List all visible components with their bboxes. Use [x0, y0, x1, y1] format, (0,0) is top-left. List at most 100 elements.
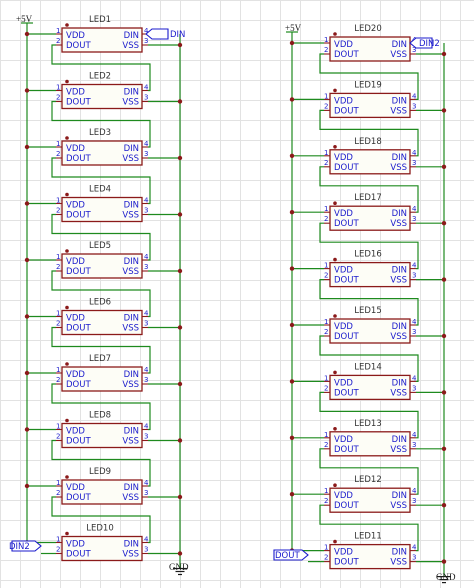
pin-number-1: 1	[324, 431, 328, 439]
junction-dot	[177, 155, 183, 161]
pin-number-2: 2	[324, 215, 328, 223]
pin-number-4: 4	[144, 536, 149, 544]
pin-label-vdd: VDD	[334, 378, 353, 388]
junction-dot	[24, 370, 30, 376]
led-marker-icon	[65, 249, 69, 253]
junction-dot	[24, 314, 30, 319]
led-marker-icon	[65, 362, 69, 366]
pin-label-din: DIN	[392, 96, 407, 106]
left-input-port[interactable]: DIN	[145, 28, 185, 40]
pin-number-2: 2	[324, 441, 328, 449]
led-body	[329, 487, 411, 513]
pin-label-vss: VSS	[122, 154, 139, 164]
pin-label-dout: DOUT	[334, 106, 359, 116]
right-input-label: DIN2	[419, 39, 440, 49]
right-output-label: DOUT	[275, 551, 300, 561]
junction-dot	[177, 381, 183, 387]
data-chain-wire	[319, 53, 419, 100]
data-chain-wire	[319, 109, 419, 157]
data-chain-wire	[51, 44, 151, 92]
pin-label-din: DIN	[392, 491, 407, 501]
pin-label-din: DIN	[392, 548, 407, 558]
left-input-label: DIN	[170, 30, 185, 40]
junction-dot	[441, 51, 447, 57]
left-output-port[interactable]: DIN2	[9, 540, 42, 552]
pin-number-1: 1	[324, 487, 328, 495]
data-chain-wire	[319, 391, 419, 439]
led-reference-label: LED15	[354, 306, 381, 316]
data-chain-wire	[319, 335, 419, 382]
led-marker-icon	[333, 145, 337, 149]
pin-number-4: 4	[144, 479, 149, 487]
led-marker-icon	[65, 79, 69, 84]
pin-label-din: DIN	[124, 427, 139, 437]
pin-number-3: 3	[412, 554, 416, 562]
led-reference-label: LED2	[89, 72, 111, 82]
pin-label-din: DIN	[124, 88, 139, 98]
data-chain-wire	[51, 326, 151, 374]
led-body	[329, 374, 411, 401]
pin-label-vdd: VDD	[66, 483, 85, 493]
led-marker-icon	[65, 305, 69, 310]
junction-dot	[441, 333, 447, 339]
right-output-port[interactable]: DOUT	[273, 549, 309, 561]
led-component[interactable]: 1243VDDDOUTDINVSSLED20	[324, 24, 417, 62]
pin-number-4: 4	[412, 92, 417, 100]
pin-number-4: 4	[144, 27, 149, 35]
right-supply-label: +5V	[285, 23, 302, 33]
pin-label-dout: DOUT	[66, 550, 91, 560]
led-marker-icon	[333, 257, 337, 262]
ground-symbol-icon	[437, 575, 451, 584]
data-chain-wire	[51, 439, 151, 487]
led-marker-icon	[333, 88, 337, 93]
pin-number-4: 4	[144, 310, 149, 318]
junction-dot	[177, 212, 183, 217]
data-chain-wire	[319, 448, 419, 495]
pin-number-1: 1	[324, 36, 328, 44]
right-input-port[interactable]: DIN2	[409, 37, 440, 49]
pin-label-vdd: VDD	[66, 88, 85, 98]
pin-label-vdd: VDD	[334, 40, 353, 50]
led-body	[329, 431, 411, 457]
pin-label-vdd: VDD	[334, 435, 353, 445]
pin-number-1: 1	[56, 423, 60, 431]
data-chain-wire	[51, 100, 151, 148]
pin-number-4: 4	[144, 366, 149, 374]
pin-number-1: 1	[56, 366, 60, 374]
junction-dot	[24, 144, 30, 150]
pin-number-1: 1	[56, 27, 60, 35]
pin-label-vdd: VDD	[66, 31, 85, 41]
junction-dot	[177, 99, 183, 104]
led-body	[329, 92, 411, 119]
pin-label-vdd: VDD	[66, 370, 85, 380]
pin-number-2: 2	[324, 102, 328, 110]
pin-label-dout: DOUT	[334, 501, 359, 511]
pin-number-1: 1	[324, 262, 328, 270]
led-reference-label: LED4	[89, 185, 111, 195]
led-body	[61, 253, 143, 279]
pin-number-1: 1	[324, 149, 328, 157]
data-chain-wire	[319, 222, 419, 270]
pin-label-dout: DOUT	[66, 380, 91, 390]
pin-number-3: 3	[144, 37, 148, 45]
